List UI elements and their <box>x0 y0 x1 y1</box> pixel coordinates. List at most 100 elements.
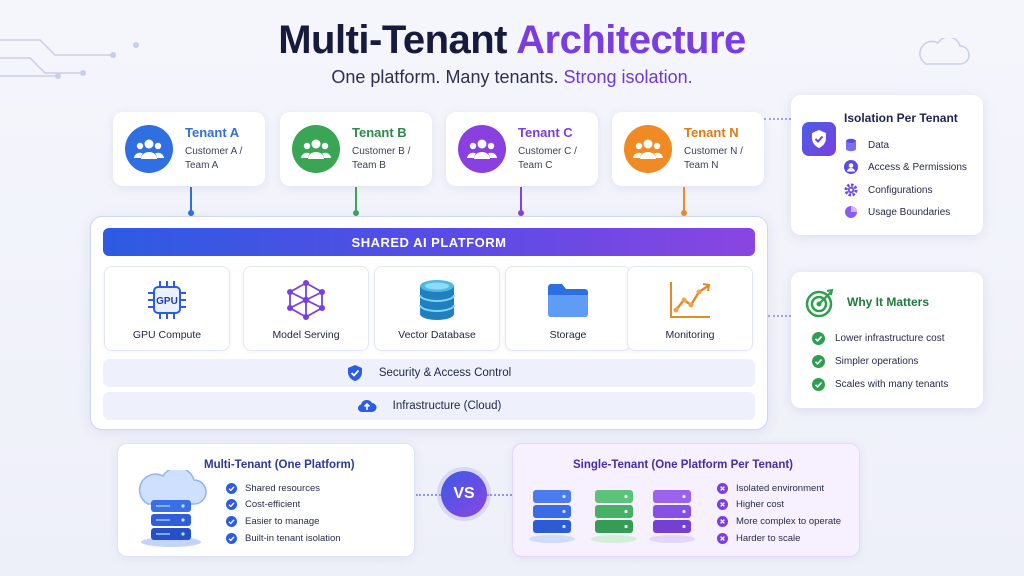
why-panel: Why It Matters Lower infrastructure cost… <box>791 272 983 408</box>
check-circle-icon <box>812 332 825 345</box>
infrastructure-bar: Infrastructure (Cloud) <box>103 392 755 420</box>
x-circle-icon <box>717 533 728 544</box>
isolation-item-label: Access & Permissions <box>868 161 967 173</box>
isolation-item-label: Data <box>868 139 890 151</box>
single-tenant-item: Harder to scale <box>717 533 800 544</box>
users-icon <box>292 125 340 173</box>
infrastructure-label: Infrastructure (Cloud) <box>392 400 502 412</box>
isolation-title: Isolation Per Tenant <box>844 111 958 125</box>
gpu-chip-text: GPU <box>156 296 178 307</box>
connector-n <box>681 187 687 216</box>
isolation-item-usage: Usage Boundaries <box>844 205 950 219</box>
page-title: Multi-Tenant Architecture <box>0 18 1024 63</box>
service-storage: Storage <box>505 266 631 351</box>
database-icon <box>375 279 499 321</box>
single-tenant-item: Isolated environment <box>717 483 824 494</box>
subtitle-main: One platform. Many tenants. <box>331 67 559 87</box>
why-item: Scales with many tenants <box>812 378 948 391</box>
tenant-name: Tenant A <box>185 125 240 140</box>
tenant-desc: Customer C / Team C <box>518 146 577 171</box>
tenant-desc: Customer N / Team N <box>684 146 743 171</box>
check-circle-icon <box>226 499 237 510</box>
single-tenant-item-label: Isolated environment <box>736 483 825 494</box>
security-label: Security & Access Control <box>378 367 512 379</box>
title-accent: Architecture <box>516 18 746 62</box>
page-subtitle: One platform. Many tenants. Strong isola… <box>0 67 1024 88</box>
connector-vs-left <box>416 494 441 496</box>
isolation-item-data: Data <box>844 138 889 152</box>
connector-vs-right <box>487 494 512 496</box>
multi-tenant-item-label: Cost-efficient <box>245 499 301 510</box>
single-tenant-title: Single-Tenant (One Platform Per Tenant) <box>573 459 794 471</box>
why-title: Why It Matters <box>847 295 930 309</box>
multi-tenant-item-label: Easier to manage <box>245 516 320 527</box>
service-monitoring: Monitoring <box>627 266 753 351</box>
platform-banner: SHARED AI PLATFORM <box>103 228 755 256</box>
why-item-label: Scales with many tenants <box>835 379 949 390</box>
connector-isolation <box>764 118 791 120</box>
service-gpu-compute: GPU GPU Compute <box>104 266 230 351</box>
tenant-card-b: Tenant B Customer B / Team B <box>280 112 432 186</box>
target-icon <box>805 288 835 323</box>
title-main: Multi-Tenant <box>278 18 507 62</box>
tenant-card-a: Tenant A Customer A / Team A <box>113 112 265 186</box>
check-circle-icon <box>812 378 825 391</box>
check-circle-icon <box>226 483 237 494</box>
multi-tenant-title: Multi-Tenant (One Platform) <box>204 459 355 471</box>
security-bar: Security & Access Control <box>103 359 755 387</box>
pie-chart-icon <box>844 205 858 219</box>
users-icon <box>458 125 506 173</box>
service-label: Vector Database <box>398 329 476 341</box>
check-circle-icon <box>226 533 237 544</box>
service-label: GPU Compute <box>132 329 202 341</box>
x-circle-icon <box>717 516 728 527</box>
isolation-item-access: Access & Permissions <box>844 160 967 174</box>
vs-badge: VS <box>441 471 487 517</box>
cloud-decoration <box>919 38 970 65</box>
users-icon <box>624 125 672 173</box>
gpu-chip-icon: GPU <box>105 279 229 321</box>
server-stack-purple-icon <box>647 486 697 549</box>
chart-icon <box>628 279 752 321</box>
single-tenant-item: More complex to operate <box>717 516 841 527</box>
single-tenant-panel: Single-Tenant (One Platform Per Tenant) <box>512 443 860 557</box>
why-item: Simpler operations <box>812 355 918 368</box>
single-tenant-item-label: Higher cost <box>736 499 785 510</box>
why-item-label: Lower infrastructure cost <box>835 333 945 344</box>
shield-check-icon <box>347 364 363 382</box>
connector-a <box>188 187 194 216</box>
server-stack-blue-icon <box>527 486 577 549</box>
isolation-item-label: Configurations <box>868 184 933 196</box>
tenant-name: Tenant N <box>684 125 739 140</box>
why-item: Lower infrastructure cost <box>812 332 945 345</box>
database-icon <box>844 138 858 152</box>
service-model-serving: Model Serving <box>243 266 369 351</box>
check-circle-icon <box>812 355 825 368</box>
service-label: Model Serving <box>272 329 340 341</box>
isolation-item-config: Configurations <box>844 183 932 197</box>
folder-icon <box>506 279 630 321</box>
x-circle-icon <box>717 499 728 510</box>
multi-tenant-item: Easier to manage <box>226 516 319 527</box>
single-tenant-item: Higher cost <box>717 499 784 510</box>
tenant-desc: Customer B / Team B <box>352 146 411 171</box>
connector-why <box>768 315 791 317</box>
cloud-servers-icon <box>134 466 208 553</box>
tenant-card-c: Tenant C Customer C / Team C <box>446 112 598 186</box>
connector-c <box>518 187 524 216</box>
service-vector-database: Vector Database <box>374 266 500 351</box>
why-item-label: Simpler operations <box>835 356 919 367</box>
server-stack-green-icon <box>589 486 639 549</box>
tenant-name: Tenant C <box>518 125 573 140</box>
header: Multi-Tenant Architecture One platform. … <box>0 18 1024 88</box>
connector-b <box>353 187 359 216</box>
shield-icon <box>802 122 836 156</box>
user-circle-icon <box>844 160 858 174</box>
subtitle-accent: Strong isolation. <box>563 67 693 87</box>
multi-tenant-item: Shared resources <box>226 483 320 494</box>
users-icon <box>125 125 173 173</box>
cloud-upload-icon <box>357 398 377 414</box>
multi-tenant-item-label: Shared resources <box>245 483 320 494</box>
model-network-icon <box>244 279 368 321</box>
isolation-panel: Isolation Per Tenant Data Access & Permi… <box>791 95 983 235</box>
